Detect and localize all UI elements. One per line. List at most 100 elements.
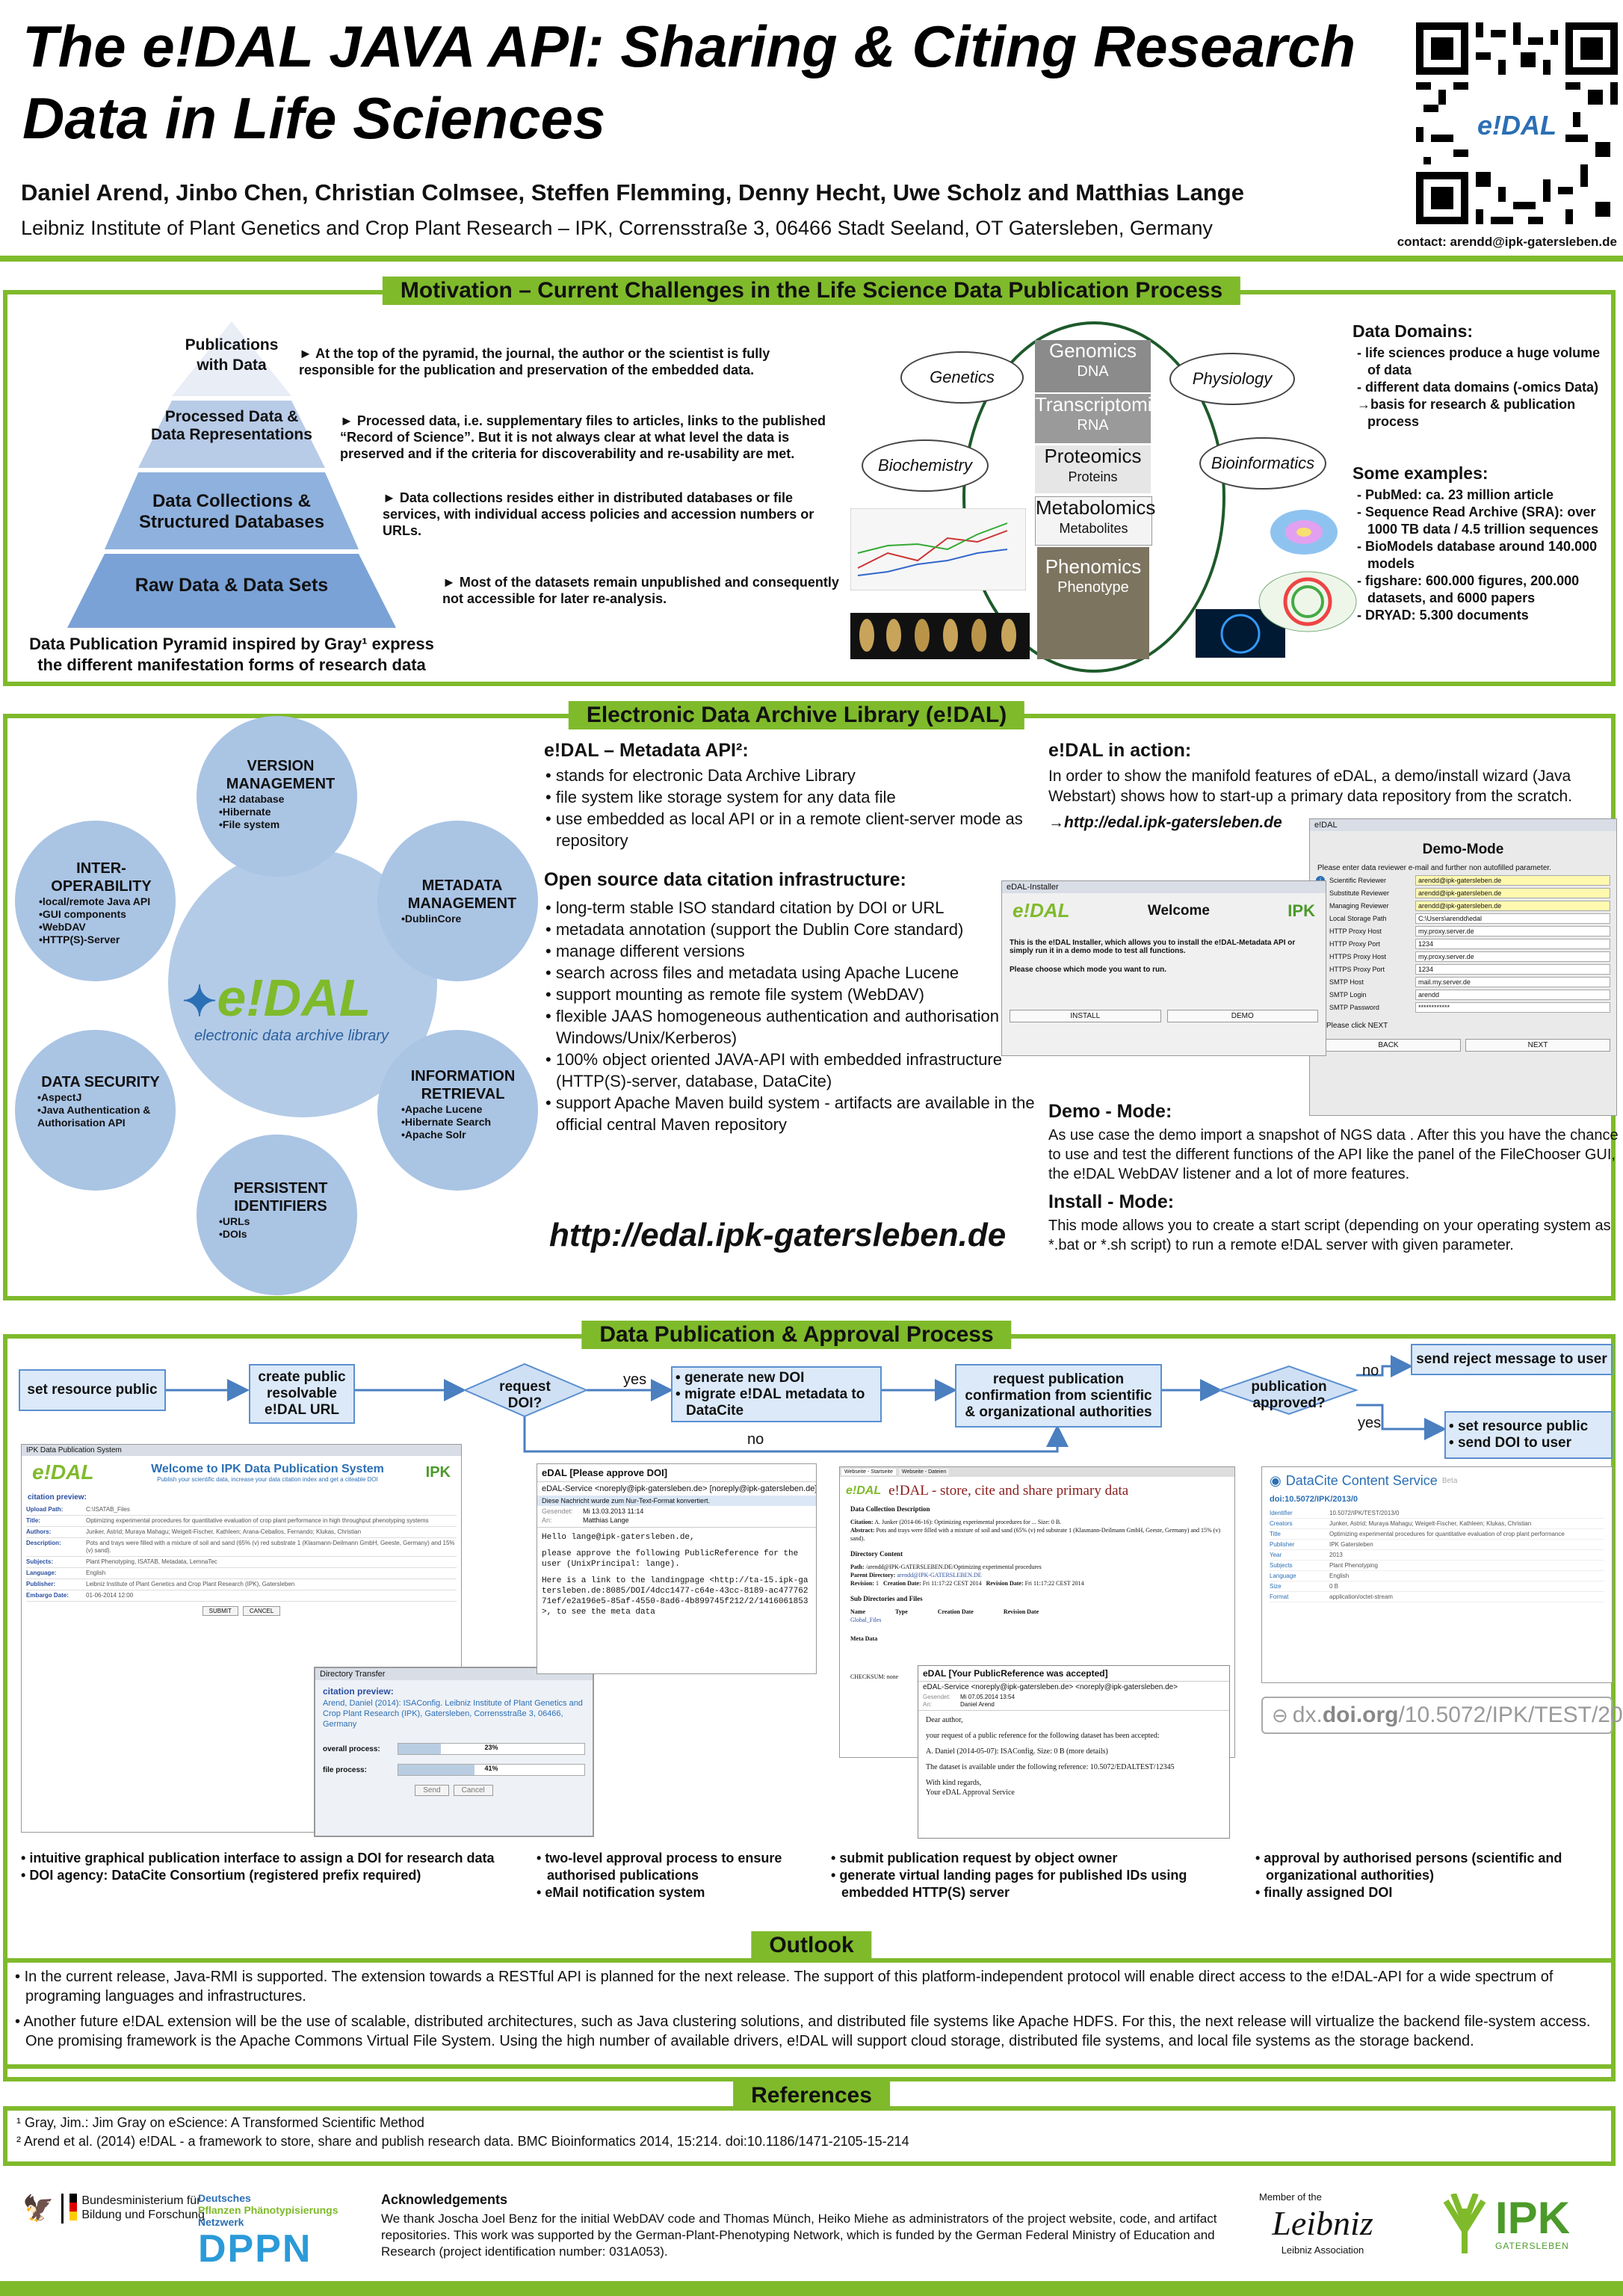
demo-field-input[interactable]: mail.my.server.de	[1415, 977, 1610, 987]
demo-field-input[interactable]: 1234	[1415, 939, 1610, 949]
pub-field-value[interactable]: 01-06-2014 12:00	[86, 1592, 134, 1599]
landing-row-link[interactable]: Global_Files	[850, 1617, 882, 1623]
flow-no: no	[747, 1431, 764, 1448]
demo-field-label: HTTPS Proxy Port	[1329, 966, 1385, 973]
browser-tab-1[interactable]: Webseite - Startseite	[841, 1469, 896, 1475]
pyramid-level-1: Publications with Data	[185, 336, 279, 374]
ipk-plant-icon	[1443, 2194, 1486, 2253]
datacite-field-label: Title	[1270, 1531, 1281, 1537]
pub-field-value[interactable]: Optimizing experimental procedures for q…	[86, 1517, 429, 1524]
outlook-heading: Outlook	[751, 1931, 872, 1960]
qr-code[interactable]: e!DAL	[1416, 22, 1618, 224]
demo-mode-window: e!DAL Demo-Mode Please enter data review…	[1309, 818, 1617, 1116]
api-item: • stands for electronic Data Archive Lib…	[545, 766, 856, 785]
edal-big-url[interactable]: http://edal.ipk-gatersleben.de	[549, 1217, 1007, 1253]
seed-images-thumbnail	[850, 613, 1030, 659]
demo-text: As use case the demo import a snapshot o…	[1048, 1127, 1619, 1182]
installer-welcome: Welcome	[1147, 902, 1210, 919]
send-button[interactable]: Send	[415, 1785, 449, 1796]
pub-field-value[interactable]: Pots and trays were filled with a mixtur…	[86, 1540, 455, 1554]
datacite-title: DataCite Content Service	[1285, 1473, 1438, 1488]
accepted-body-4: The dataset is available under the follo…	[926, 1763, 1175, 1771]
pub-field-label: Upload Path:	[26, 1506, 64, 1513]
pyramid-level-4: Raw Data & Data Sets	[135, 575, 329, 596]
directory-transfer-dialog: Directory Transfer citation preview: Are…	[314, 1667, 594, 1837]
demo-button[interactable]: DEMO	[1166, 1010, 1318, 1022]
datacite-field-value: Junker, Astrid; Muraya Mahagu; Weigelt-F…	[1329, 1520, 1532, 1527]
pub-field-row: Upload Path: C:\ISATAB_Files	[26, 1505, 457, 1516]
landing-section: Data Collection Description	[850, 1505, 930, 1513]
doi-link[interactable]: ⊖dx.doi.org/10.5072/IPK/TEST/2013/0	[1261, 1697, 1623, 1734]
demo-field-input[interactable]: 1234	[1415, 964, 1610, 975]
circle-metadata-management: METADATA MANAGEMENT •DublinCore	[377, 821, 538, 981]
example-item: - DRYAD: 5.300 documents	[1357, 608, 1529, 623]
leibniz-logo: Member of the Leibniz Leibniz Associatio…	[1259, 2191, 1373, 2256]
edal-heading: Electronic Data Archive Library (e!DAL)	[568, 701, 1025, 729]
pyramid-note-3: ► Data collections resides either in dis…	[383, 490, 814, 538]
landing-parent-link[interactable]: arendd@IPK-GATERSLEBEN.DE	[897, 1572, 982, 1578]
demo-field-input[interactable]: arendd@ipk-gatersleben.de	[1415, 875, 1610, 886]
flow-arrows	[166, 1355, 1447, 1453]
circos-thumbnail	[1196, 571, 1357, 658]
accepted-email-title: eDAL [Your PublicReference was accepted]	[918, 1666, 1229, 1682]
demo-window-hint: Please enter data reviewer e-mail and fu…	[1317, 864, 1551, 872]
approval-email-body-1: Hello lange@ipk-gatersleben.de,	[542, 1533, 695, 1542]
desc-4: • approval by authorised persons (scient…	[1255, 1851, 1562, 1900]
approval-email-body-3: Here is a link to the landingpage <http:…	[542, 1576, 809, 1617]
approval-email-from: eDAL-Service <noreply@ipk-gatersleben.de…	[542, 1484, 816, 1493]
pub-field-value[interactable]: Leibniz Institute of Plant Genetics and …	[86, 1581, 295, 1587]
pyramid-level-2: Processed Data & Data Representations	[151, 408, 312, 443]
demo-field-input[interactable]: ************	[1415, 1002, 1610, 1013]
circle-persistent-identifiers: PERSISTENT IDENTIFIERS •URLs•DOIs	[197, 1135, 357, 1295]
footer-bar	[0, 2281, 1623, 2296]
install-button[interactable]: INSTALL	[1010, 1010, 1161, 1022]
desc-3: • submit publication request by object o…	[831, 1851, 1187, 1900]
back-button[interactable]: BACK	[1316, 1039, 1461, 1052]
dialog-citation-label: citation preview:	[323, 1686, 394, 1697]
demo-field-label: HTTPS Proxy Host	[1329, 953, 1387, 960]
outlook-section	[3, 1958, 1616, 2069]
contact-email[interactable]: contact: arendd@ipk-gatersleben.de	[1397, 235, 1617, 249]
pub-field-value[interactable]: English	[86, 1570, 106, 1576]
installer-ipk-logo: IPK	[1287, 901, 1315, 920]
browser-tab-2[interactable]: Webseite - Dateien	[898, 1469, 950, 1475]
pub-field-value[interactable]: Junker, Astrid; Muraya Mahagu; Weigelt-F…	[86, 1528, 362, 1535]
approval-email-notice: Diese Nachricht wurde zum Nur-Text-Forma…	[537, 1496, 816, 1506]
datacite-field-label: Publisher	[1270, 1541, 1295, 1548]
data-domain-item: →basis for research & publication proces…	[1357, 397, 1576, 429]
pub-field-value[interactable]: Plant Phenotyping, ISATAB, Metadata, Lem…	[86, 1558, 217, 1565]
circle-interoperability: INTER-OPERABILITY •local/remote Java API…	[15, 821, 176, 981]
installer-text-2: Please choose which mode you want to run…	[1010, 966, 1167, 974]
pub-field-row: Publisher:Leibniz Institute of Plant Gen…	[26, 1579, 457, 1590]
dialog-cancel-button[interactable]: Cancel	[453, 1785, 493, 1796]
cancel-button[interactable]: CANCEL	[242, 1606, 281, 1616]
pub-field-value[interactable]: C:\ISATAB_Files	[86, 1506, 130, 1513]
landing-citation: A. Junker (2014-06-16): Optimizing exper…	[874, 1519, 1062, 1525]
demo-field-input[interactable]: arendd@ipk-gatersleben.de	[1415, 901, 1610, 911]
affiliation: Leibniz Institute of Plant Genetics and …	[21, 217, 1213, 239]
demo-field-input[interactable]: my.proxy.server.de	[1415, 951, 1610, 962]
demo-field-input[interactable]: arendd	[1415, 990, 1610, 1000]
pub-field-row: Title:Optimizing experimental procedures…	[26, 1516, 457, 1527]
datacite-field-label: Creators	[1270, 1520, 1293, 1527]
example-item: - Sequence Read Archive (SRA): over 1000…	[1357, 504, 1599, 537]
example-item: - BioModels database around 140.000 mode…	[1357, 539, 1598, 571]
demo-field-input[interactable]: arendd@ipk-gatersleben.de	[1415, 888, 1610, 898]
next-button[interactable]: NEXT	[1465, 1039, 1610, 1052]
qr-logo: e!DAL	[1477, 110, 1556, 141]
oss-item: • long-term stable ISO standard citation…	[545, 898, 945, 917]
dialog-titlebar: Directory Transfer	[315, 1668, 593, 1680]
demo-field-input[interactable]: C:\Users\arendd\edal	[1415, 913, 1610, 924]
demo-field-input[interactable]: my.proxy.server.de	[1415, 926, 1610, 936]
action-link[interactable]: →http://edal.ipk-gatersleben.de	[1048, 814, 1282, 831]
data-domains-title: Data Domains:	[1352, 321, 1474, 341]
pyramid-note-4: ► Most of the datasets remain unpublishe…	[442, 575, 839, 606]
datacite-field-value: Plant Phenotyping	[1329, 1562, 1378, 1569]
file-progress-bar: 41%	[398, 1764, 585, 1776]
accepted-email-from: eDAL-Service <noreply@ipk-gatersleben.de…	[923, 1683, 1178, 1691]
datacite-logo-icon: ◉	[1270, 1473, 1282, 1488]
submit-button[interactable]: SUBMIT	[202, 1606, 238, 1616]
